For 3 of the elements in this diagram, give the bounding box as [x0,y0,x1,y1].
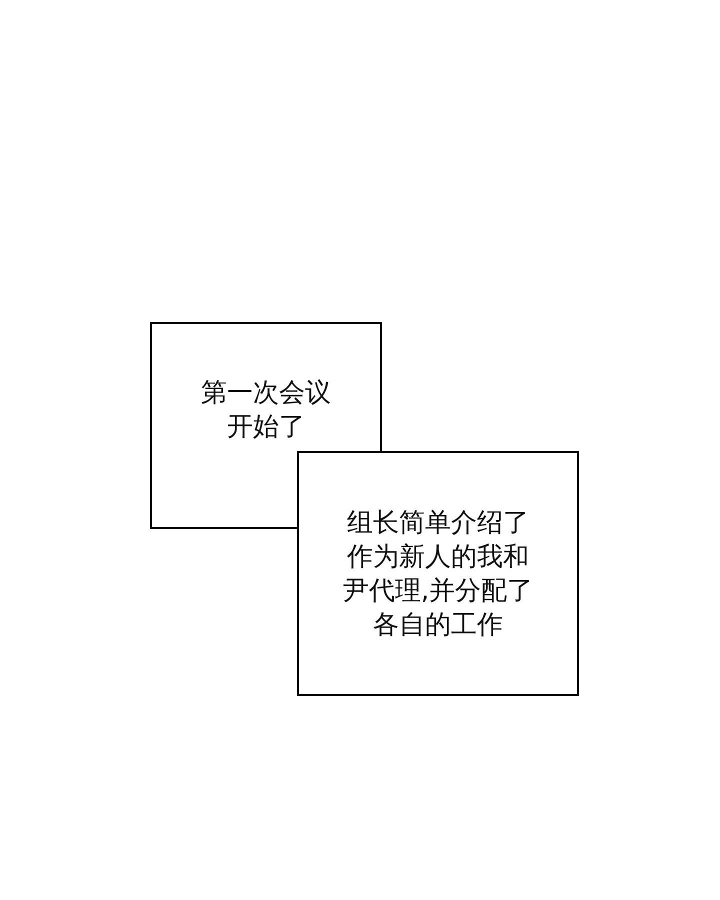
caption-text: 组长简单介绍了作为新人的我和尹代理,并分配了各自的工作 [342,506,534,642]
caption-box [297,451,579,696]
caption-text: 第一次会议开始了 [200,377,332,444]
